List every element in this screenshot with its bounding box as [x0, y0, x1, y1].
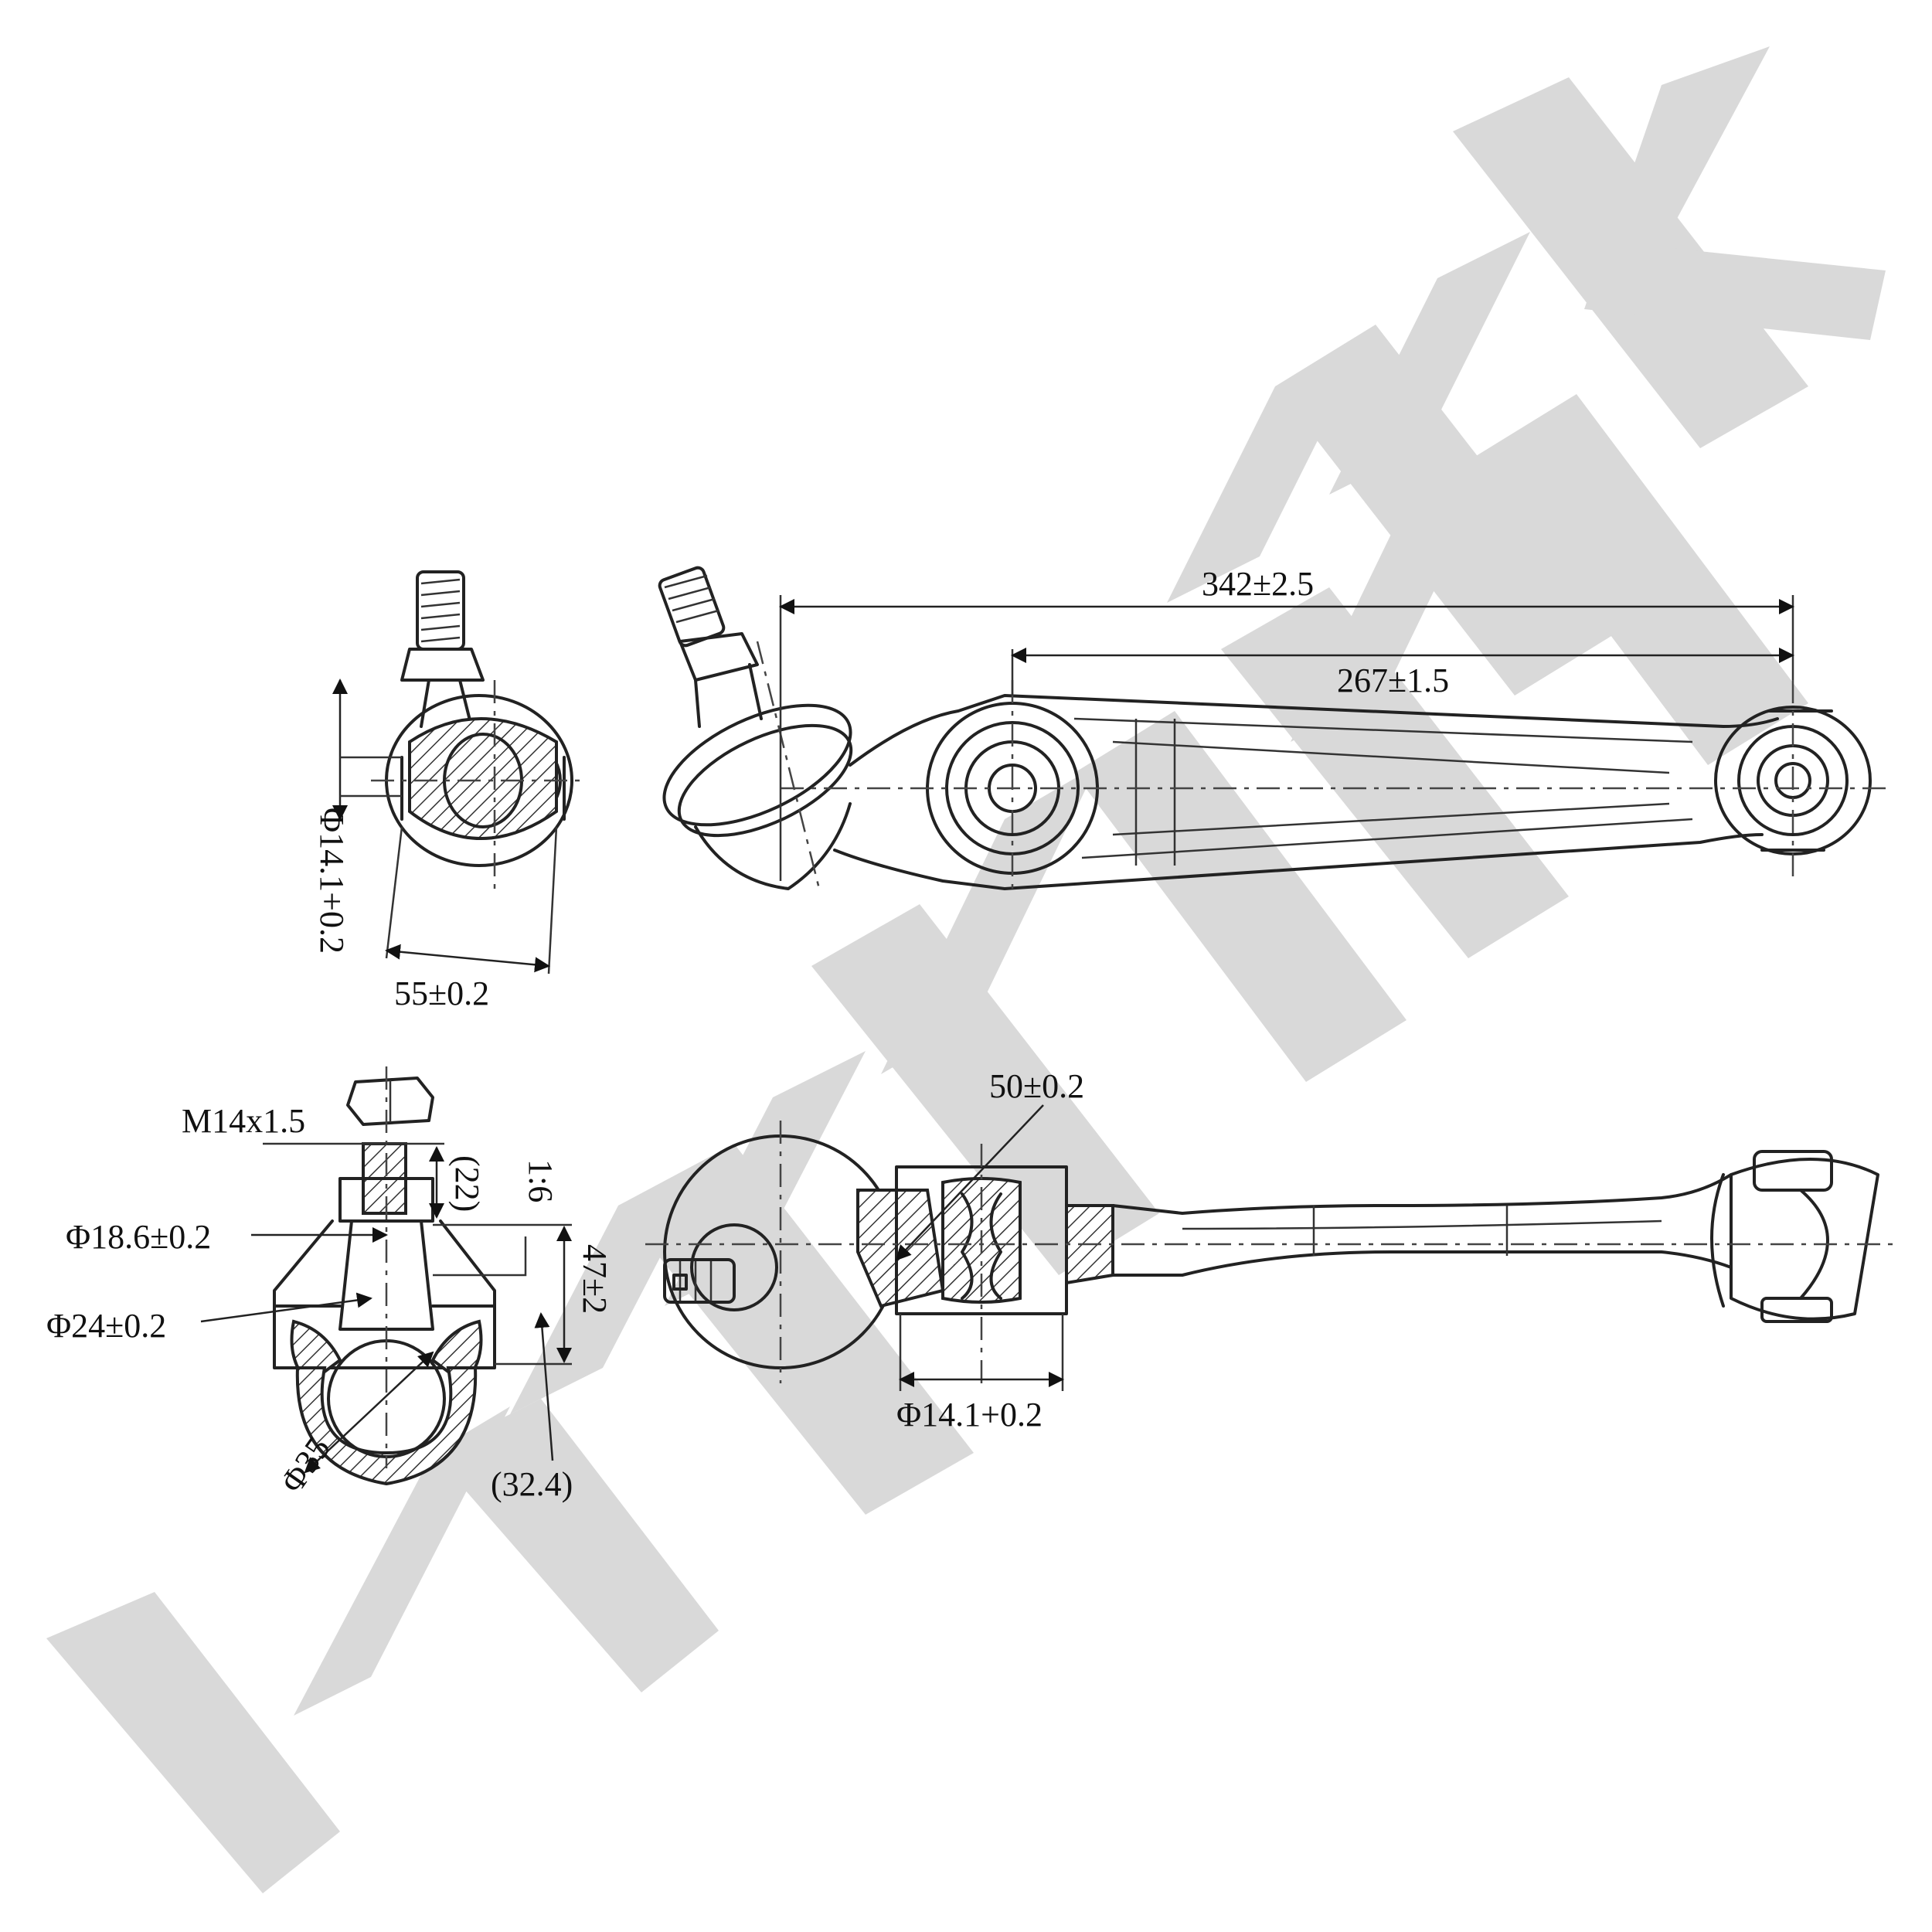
label-bushing-outer-width: 50±0.2 [989, 1067, 1084, 1105]
dim-taper-bottom: Φ24±0.2 [46, 1292, 372, 1345]
dim-thread-length: (22) [429, 1146, 486, 1219]
dim-bushing-width: 55±0.2 [385, 826, 558, 1012]
label-overall-length: 342±2.5 [1202, 565, 1314, 603]
ball-joint-end-view [371, 570, 587, 889]
dim-shank-dia: Φ14.1+0.2 [313, 679, 402, 954]
control-arm-side-view [645, 1121, 1893, 1383]
label-bushing-distance: 267±1.5 [1337, 662, 1449, 699]
label-thread: M14x1.5 [182, 1102, 305, 1140]
label-taper-top: Φ18.6±0.2 [66, 1218, 211, 1256]
label-taper-bottom: Φ24±0.2 [46, 1307, 166, 1345]
control-arm-plan-view [658, 566, 1893, 896]
dim-taper-length: (32.4) [491, 1312, 573, 1503]
dim-overall-length: 342±2.5 [779, 565, 1794, 881]
dim-bushing-bore: Φ14.1+0.2 [896, 1314, 1064, 1434]
label-thread-length: (22) [448, 1155, 486, 1212]
label-bushing-width: 55±0.2 [394, 975, 489, 1012]
label-taper-ratio: 1:6 [522, 1159, 560, 1202]
label-stud-height: 47±2 [576, 1244, 614, 1314]
dim-bushing-distance: 267±1.5 [1011, 648, 1794, 699]
dim-bushing-outer-width: 50±0.2 [895, 1067, 1084, 1261]
label-bushing-bore: Φ14.1+0.2 [896, 1396, 1043, 1434]
dim-thread: M14x1.5 [182, 1102, 444, 1145]
label-taper-length: (32.4) [491, 1465, 573, 1503]
dim-taper-top: Φ18.6±0.2 [66, 1218, 388, 1256]
watermark-logo [46, 46, 1886, 1893]
dim-stud-height: 47±2 [433, 1223, 614, 1366]
dim-taper-ratio: 1:6 [433, 1159, 560, 1277]
label-shank-dia: Φ14.1+0.2 [313, 808, 351, 954]
